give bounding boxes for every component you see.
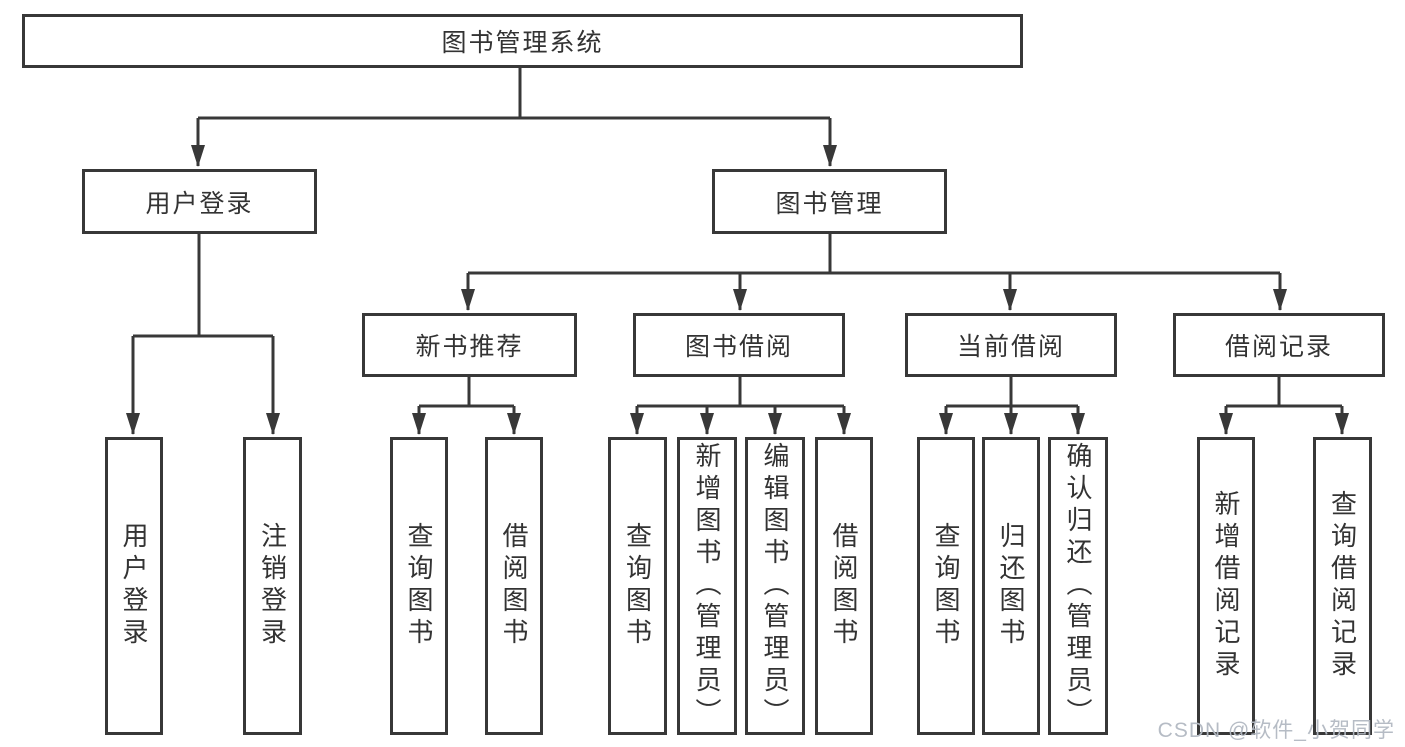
node-current-borrowing: 当前借阅	[905, 313, 1117, 377]
leaf-return-books: 归还图书	[982, 437, 1040, 735]
leaf-user-login: 用户登录	[105, 437, 163, 735]
leaf-label: 归还图书	[996, 522, 1026, 650]
leaf-query-books-borrowing: 查询图书	[608, 437, 667, 735]
leaf-confirm-return-admin: 确认归还（管理员）	[1048, 437, 1108, 735]
leaf-query-books-current: 查询图书	[917, 437, 975, 735]
leaf-borrow-books: 借阅图书	[815, 437, 873, 735]
leaf-label: 查询图书	[404, 522, 434, 650]
leaf-label: 查询图书	[622, 522, 653, 650]
leaf-borrow-books-recommend: 借阅图书	[485, 437, 543, 735]
leaf-add-borrow-record: 新增借阅记录	[1197, 437, 1255, 735]
leaf-label: 新增图书（管理员）	[692, 442, 722, 730]
node-book-management-branch: 图书管理	[712, 169, 947, 234]
leaf-query-borrow-record: 查询借阅记录	[1313, 437, 1372, 735]
leaf-label: 编辑图书（管理员）	[760, 442, 790, 730]
leaf-edit-books-admin: 编辑图书（管理员）	[745, 437, 805, 735]
leaf-add-books-admin: 新增图书（管理员）	[677, 437, 737, 735]
node-borrowing-records: 借阅记录	[1173, 313, 1385, 377]
leaf-label: 借阅图书	[829, 522, 859, 650]
leaf-label: 查询借阅记录	[1327, 490, 1358, 682]
leaf-label: 新增借阅记录	[1211, 490, 1241, 682]
csdn-watermark: CSDN @软件_小贺同学	[1157, 719, 1395, 742]
leaf-logout: 注销登录	[243, 437, 302, 735]
node-book-borrowing: 图书借阅	[633, 313, 845, 377]
leaf-label: 用户登录	[119, 522, 149, 650]
node-root-library-system: 图书管理系统	[22, 14, 1023, 68]
leaf-query-books-recommend: 查询图书	[390, 437, 448, 735]
leaf-label: 借阅图书	[499, 522, 529, 650]
leaf-label: 确认归还（管理员）	[1063, 442, 1093, 730]
leaf-label: 注销登录	[257, 522, 288, 650]
node-user-login-branch: 用户登录	[82, 169, 317, 234]
leaf-label: 查询图书	[931, 522, 961, 650]
node-new-book-recommend: 新书推荐	[362, 313, 577, 377]
